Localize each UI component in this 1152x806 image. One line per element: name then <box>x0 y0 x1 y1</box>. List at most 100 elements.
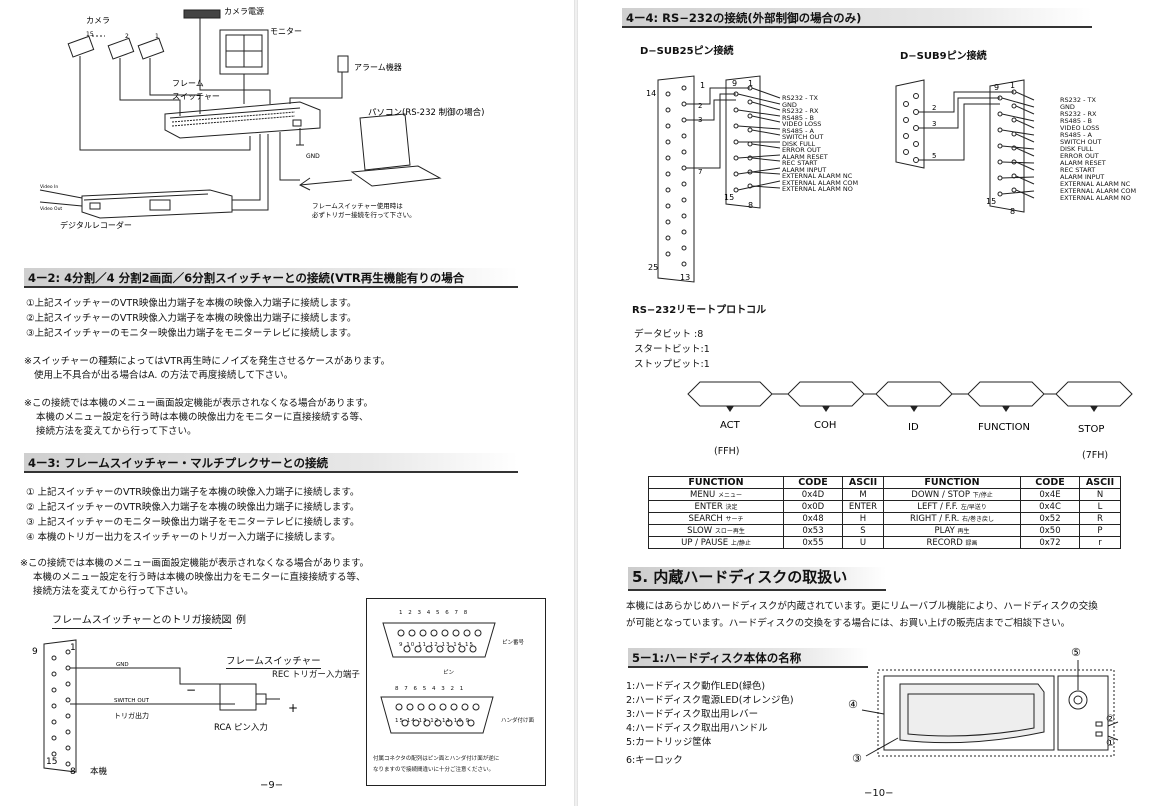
trigger-wiring-diagram: 9 1 15 8 GND SWITCH OUT トリガ出力 本機 − + RCA… <box>32 639 298 777</box>
section-5-heading: 5. 内蔵ハードディスクの取扱い <box>628 567 886 591</box>
db25-db15-pin-1: 1 <box>748 79 753 88</box>
connector-bottom-numbers: 8 7 6 5 4 3 2 1 <box>395 686 466 692</box>
system-connection-diagram: カメラ 15 2 1 カメラ電源 モニター アラーム機器 フレーム スイッチャー… <box>39 7 484 230</box>
section-4-2-note2-a: ※この接続では本機のメニュー画面設定機能が表示されなくなる場合があります。 <box>24 398 374 409</box>
db9-signal: RS232 - TX <box>1060 96 1096 104</box>
db9-pin-9: 9 <box>994 83 999 92</box>
table-row: ENTER 決定 0x0D ENTER LEFT / F.F. 左/早送り 0x… <box>648 500 1121 513</box>
db9-pin-3: 3 <box>932 120 936 128</box>
frame-act: ACT <box>720 420 741 431</box>
callout-1: ① <box>1106 738 1115 749</box>
function-code-table: FUNCTION CODE ASCII FUNCTION CODE ASCII … <box>648 476 1121 549</box>
frame-id: ID <box>908 422 919 433</box>
db9-signal: ALARM RESET <box>1060 159 1106 167</box>
trigger-gnd-label: GND <box>116 662 129 668</box>
connector-pin-box: 1 2 3 4 5 6 7 8 9 10 11 12 13 14 15 ピン番号… <box>366 598 546 786</box>
db25-signal: EXTERNAL ALARM COM <box>782 178 859 187</box>
protocol-start-bits: スタートビット:1 <box>634 344 710 355</box>
section-4-3-item-2: ② 上記スイッチャーのVTR映像入力端子を本機の映像出力端子に接続します。 <box>26 502 360 513</box>
col-code-2: CODE <box>1020 476 1080 489</box>
camera-number-15: 15 <box>86 31 94 38</box>
right-page-number: −10− <box>864 788 894 799</box>
hdd-part-1: 1:ハードディスク動作LED(緑色) <box>626 681 766 692</box>
frame-stop-value: (7FH) <box>1082 450 1109 461</box>
dsub25-title: D−SUB25ピン接続 <box>640 46 734 57</box>
section-4-2-item-3: ③上記スイッチャーのモニター映像出力端子をモニターテレビに接続します。 <box>26 328 357 339</box>
section-5-1-heading: 5ー1:ハードディスク本体の名称 <box>628 648 868 668</box>
callout-4: ④ <box>848 698 858 711</box>
db25-pin-25: 25 <box>648 263 658 272</box>
trigger-switch-out-label: SWITCH OUT <box>114 698 150 704</box>
trigger-pin-1: 1 <box>70 643 76 653</box>
connector-pin-label: ピン番号 <box>502 640 525 646</box>
db25-signal: ERROR OUT <box>782 146 821 154</box>
callout-2: ② <box>1106 714 1115 725</box>
protocol-data-bits: データビット :8 <box>634 329 704 340</box>
db25-db15-pin-9: 9 <box>732 79 737 88</box>
db25-signal: ALARM RESET <box>782 152 828 161</box>
section-4-3-note-b: 本機のメニュー設定を行う時は本機の映像出力をモニターに直接接続する等、 <box>33 572 366 583</box>
db9-signal: SWITCH OUT <box>1060 138 1102 146</box>
callout-3: ③ <box>852 752 862 765</box>
trigger-out-label: トリガ出力 <box>114 711 149 720</box>
trigger-note-1: フレームスイッチャー使用時は <box>312 201 403 210</box>
db25-pin-2: 2 <box>698 102 702 110</box>
db25-signal: EXTERNAL ALARM NC <box>782 172 853 180</box>
section-5-para-a: 本機にはあらかじめハードディスクが内蔵されています。更にリムーバブル機能により、… <box>626 601 1098 612</box>
db25-signal: RS232 - RX <box>782 107 819 115</box>
db25-signal: RS232 - TX <box>782 94 818 102</box>
table-row: SLOW スロー再生 0x53 S PLAY 再生 0x50 P <box>648 524 1121 537</box>
db9-pin-2: 2 <box>932 104 936 112</box>
trigger-diagram-title: フレームスイッチャーとのトリガ接続図 <box>52 616 232 629</box>
db9-signal: GND <box>1060 103 1075 111</box>
trigger-note-2: 必ずトリガー接続を行って下さい。 <box>312 210 416 219</box>
db25-signal: ALARM INPUT <box>782 165 827 174</box>
db9-signal: DISK FULL <box>1060 145 1094 153</box>
db25-pin-7: 7 <box>698 168 702 176</box>
section-4-3-note-a: ※この接続では本機のメニュー画面設定機能が表示されなくなる場合があります。 <box>20 558 370 569</box>
table-row: SEARCH サーチ 0x48 H RIGHT / F.R. 右/巻き戻し 0x… <box>648 512 1121 525</box>
trigger-rec-input-label: REC トリガー入力端子 <box>272 670 360 680</box>
trigger-unit-label: 本機 <box>90 766 108 777</box>
page-gutter <box>574 0 578 806</box>
watermark <box>350 135 750 195</box>
protocol-stop-bits: ストップビット:1 <box>634 359 710 370</box>
db25-signal: RS485 - B <box>782 113 814 122</box>
section-5-para-b: が可能となっています。ハードディスクの交換をする場合には、お買い上げの販売店まで… <box>626 618 1071 629</box>
digital-recorder-label: デジタルレコーダー <box>60 220 132 230</box>
trigger-minus: − <box>186 683 196 697</box>
dsub9-pinout-diagram: 9 1 2 3 5 15 8 <box>895 79 1035 216</box>
right-page: 4ー4: RS−232の接続(外部制御の場合のみ) D−SUB25ピン接続 D−… <box>576 0 1152 806</box>
db25-signal: REC START <box>782 159 818 167</box>
frame-stop: STOP <box>1078 424 1104 435</box>
db25-pin-14: 14 <box>646 89 656 98</box>
section-4-3-item-3: ③ 上記スイッチャーのモニター映像出力端子をモニターテレビに接続します。 <box>26 517 360 528</box>
table-row: UP / PAUSE 上/静止 0x55 U RECORD 録画 0x72 r <box>648 536 1121 549</box>
callout-5: ⑤ <box>1071 646 1081 659</box>
connector-row2-numbers: 9 10 11 12 13 14 15 <box>399 642 474 648</box>
db9-pin-1: 1 <box>1010 81 1015 90</box>
connector-bottom-row2: 15 14 13 12 11 10 9 <box>395 718 470 724</box>
table-header-row: FUNCTION CODE ASCII FUNCTION CODE ASCII <box>648 476 1121 489</box>
pc-label: パソコン(RS-232 制御の場合) <box>368 107 484 118</box>
hdd-part-6: 6:キーロック <box>626 755 683 766</box>
trigger-pin-8: 8 <box>70 767 76 777</box>
db25-signal: RS485 - A <box>782 126 814 135</box>
alarm-label: アラーム機器 <box>354 62 402 72</box>
video-out-label: Video Out <box>40 206 62 212</box>
section-4-3-item-4: ④ 本機のトリガー出力をスイッチャーのトリガー入力端子に接続します。 <box>26 532 341 543</box>
frame-switcher-label-2: スイッチャー <box>172 92 220 101</box>
left-page: カメラ 15 2 1 カメラ電源 モニター アラーム機器 フレーム スイッチャー… <box>20 7 546 791</box>
db25-pin-13: 13 <box>680 273 690 282</box>
col-code: CODE <box>783 476 843 489</box>
section-4-2-heading: 4ー2: 4分割／4 分割2画面／6分割スイッチャーとの接続(VTR再生機能有り… <box>24 268 518 288</box>
db25-db15-pin-15: 15 <box>724 193 734 202</box>
db9-signal: EXTERNAL ALARM COM <box>1060 187 1137 195</box>
db25-pin-3: 3 <box>698 116 702 124</box>
connector-note-a: 付属コネクタの配列はピン面とハンダ付け面が逆に <box>373 756 500 762</box>
protocol-title: RS−232リモートプロトコル <box>632 305 767 316</box>
db9-signal: EXTERNAL ALARM NC <box>1060 180 1131 188</box>
db25-signal: SWITCH OUT <box>782 133 824 141</box>
db9-signal: RS485 - A <box>1060 131 1092 139</box>
trigger-diagram-suffix: 例 <box>236 615 246 626</box>
